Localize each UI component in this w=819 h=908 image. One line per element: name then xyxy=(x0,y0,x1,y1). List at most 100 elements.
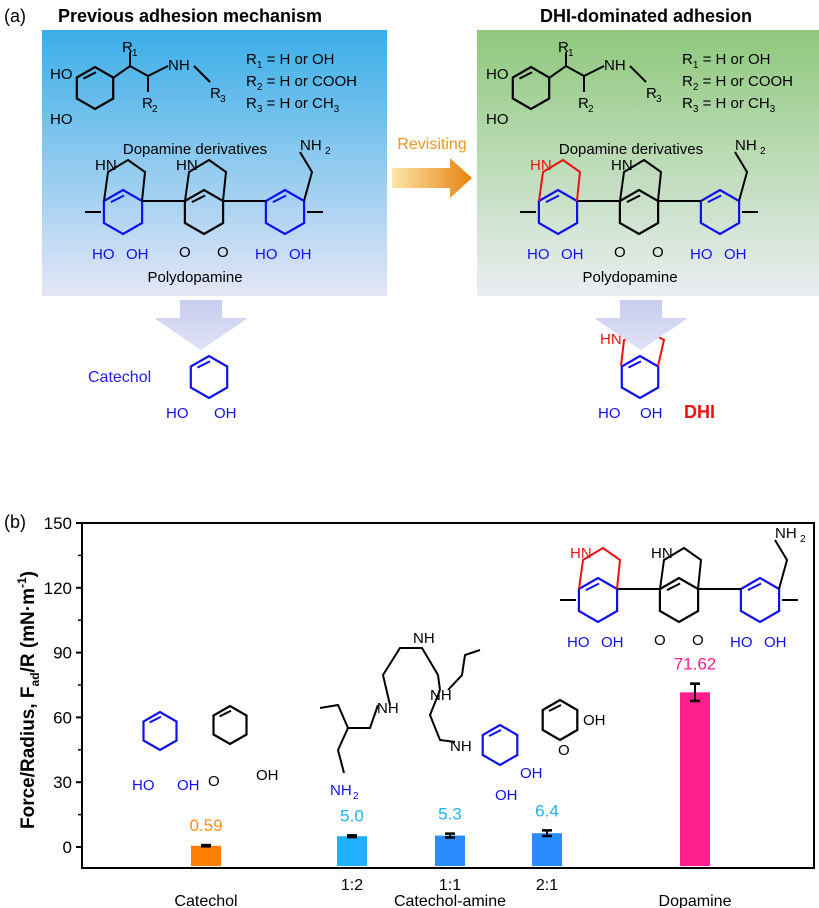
pyrrole-ring-1 xyxy=(578,546,622,590)
derivative-ring-bond xyxy=(519,71,533,80)
bond xyxy=(447,649,481,691)
atom-label: NH xyxy=(450,738,472,755)
atom-label: HO xyxy=(486,111,509,128)
r-symbol: R xyxy=(682,51,693,68)
atom-label: HN xyxy=(530,157,552,174)
r-value: = H or OH xyxy=(698,51,770,68)
pyrrole-ring-2 xyxy=(619,158,663,202)
atom-label: OH xyxy=(520,765,543,782)
dhi-label: DHI xyxy=(684,402,715,422)
r-index: 2 xyxy=(257,82,263,93)
y-axis-label: Force/Radius, Fad/R (mN·m-1) xyxy=(15,571,42,829)
revisiting-label: Revisiting xyxy=(397,136,466,153)
r-index: 2 xyxy=(693,82,699,93)
value-label: 71.62 xyxy=(674,655,717,674)
atom-label: HO xyxy=(486,66,509,83)
pda-ring-1-bond xyxy=(110,194,125,203)
bar-1-2 xyxy=(337,836,367,866)
r-group-definition: R1 = H or OH xyxy=(246,51,335,71)
dhi-ring xyxy=(620,354,660,400)
atom-label: O xyxy=(692,632,704,649)
atom-label: OH xyxy=(126,246,149,263)
pda-ring-1-bond xyxy=(545,194,560,203)
chart-amine-quinone-bond xyxy=(548,704,562,712)
atom-label: OH xyxy=(256,767,279,784)
pda-ring-3-bond xyxy=(272,194,287,203)
pda-ring-1-bond xyxy=(585,582,600,591)
catechol-ring xyxy=(189,354,229,400)
r-symbol: R xyxy=(246,73,257,90)
down-arrow-right xyxy=(594,300,688,350)
atom-label: OH xyxy=(177,777,200,794)
chart-quinone-ring-bond xyxy=(219,709,232,718)
bar-1-1 xyxy=(435,835,465,866)
atom-label: OH xyxy=(495,787,518,804)
atom-label: HO xyxy=(598,405,621,422)
bond xyxy=(428,689,456,743)
atom-label: NH xyxy=(377,700,399,717)
atom-subscript: 2 xyxy=(760,146,766,157)
r-group-definition: R3 = H or CH3 xyxy=(682,95,776,115)
bond xyxy=(112,64,169,79)
atom-label: OH xyxy=(561,246,584,263)
pda-ring-2-bond xyxy=(626,194,641,203)
y-tick-label: 90 xyxy=(53,644,72,663)
derivatives-caption: Dopamine derivatives xyxy=(123,141,267,158)
chart-catechol-ring xyxy=(142,710,178,752)
pda-ring-3-bond xyxy=(707,194,722,203)
atom-label: NH xyxy=(430,687,452,704)
atom-label: OH xyxy=(724,246,747,263)
x-tick-label: 1:1 xyxy=(439,877,461,894)
bond xyxy=(381,647,441,706)
r-index: 1 xyxy=(257,60,263,71)
r-value: = H or COOH xyxy=(262,73,357,90)
atom-label: O xyxy=(179,244,191,261)
atom-subscript: 2 xyxy=(353,791,359,802)
r-group-definition: R2 = H or COOH xyxy=(682,73,793,93)
atom-label: HO xyxy=(166,405,189,422)
r-group-definition: R2 = H or COOH xyxy=(246,73,357,93)
y-tick-label: 60 xyxy=(53,708,72,727)
atom-label: HO xyxy=(690,246,713,263)
atom-label: HN xyxy=(651,545,673,562)
atom-label: HO xyxy=(730,634,753,651)
r-value: = H or CH xyxy=(262,95,333,112)
atom-label: O xyxy=(558,742,570,759)
atom-label: HO xyxy=(50,111,73,128)
atom-label: O xyxy=(654,632,666,649)
pda-ring-2-bond xyxy=(666,582,681,591)
atom-subscript: 1 xyxy=(568,48,574,59)
y-tick-label: 120 xyxy=(44,579,72,598)
catechol-label: Catechol xyxy=(88,369,151,386)
atom-label: R xyxy=(210,85,221,102)
y-tick-label: 0 xyxy=(63,838,72,857)
atom-subscript: 2 xyxy=(152,104,158,115)
chart-amine-catechol-bond xyxy=(488,729,502,737)
derivatives-caption: Dopamine derivatives xyxy=(559,141,703,158)
value-label: 0.59 xyxy=(189,816,222,835)
bond xyxy=(299,151,314,202)
atom-label: HO xyxy=(92,246,115,263)
atom-label: O xyxy=(217,244,229,261)
bar-catechol xyxy=(191,845,221,866)
chart-amine-quinone xyxy=(541,698,579,742)
r-symbol: R xyxy=(682,95,693,112)
down-arrow-left xyxy=(154,300,248,350)
x-group-label: Dopamine xyxy=(659,893,732,908)
right-title: DHI-dominated adhesion xyxy=(540,6,752,26)
value-label: 6.4 xyxy=(535,801,559,820)
r-symbol: R xyxy=(246,95,257,112)
atom-label: HO xyxy=(255,246,278,263)
r-group-definition: R1 = H or OH xyxy=(682,51,771,71)
polymer-caption: Polydopamine xyxy=(147,269,242,286)
atom-label: R xyxy=(142,95,153,112)
atom-label: O xyxy=(614,244,626,261)
atom-label: OH xyxy=(214,405,237,422)
atom-label: HO xyxy=(50,66,73,83)
atom-label: OH xyxy=(601,634,624,651)
atom-label: NH xyxy=(735,137,757,154)
atom-label: HN xyxy=(600,331,622,348)
bar-dopamine xyxy=(680,692,710,866)
